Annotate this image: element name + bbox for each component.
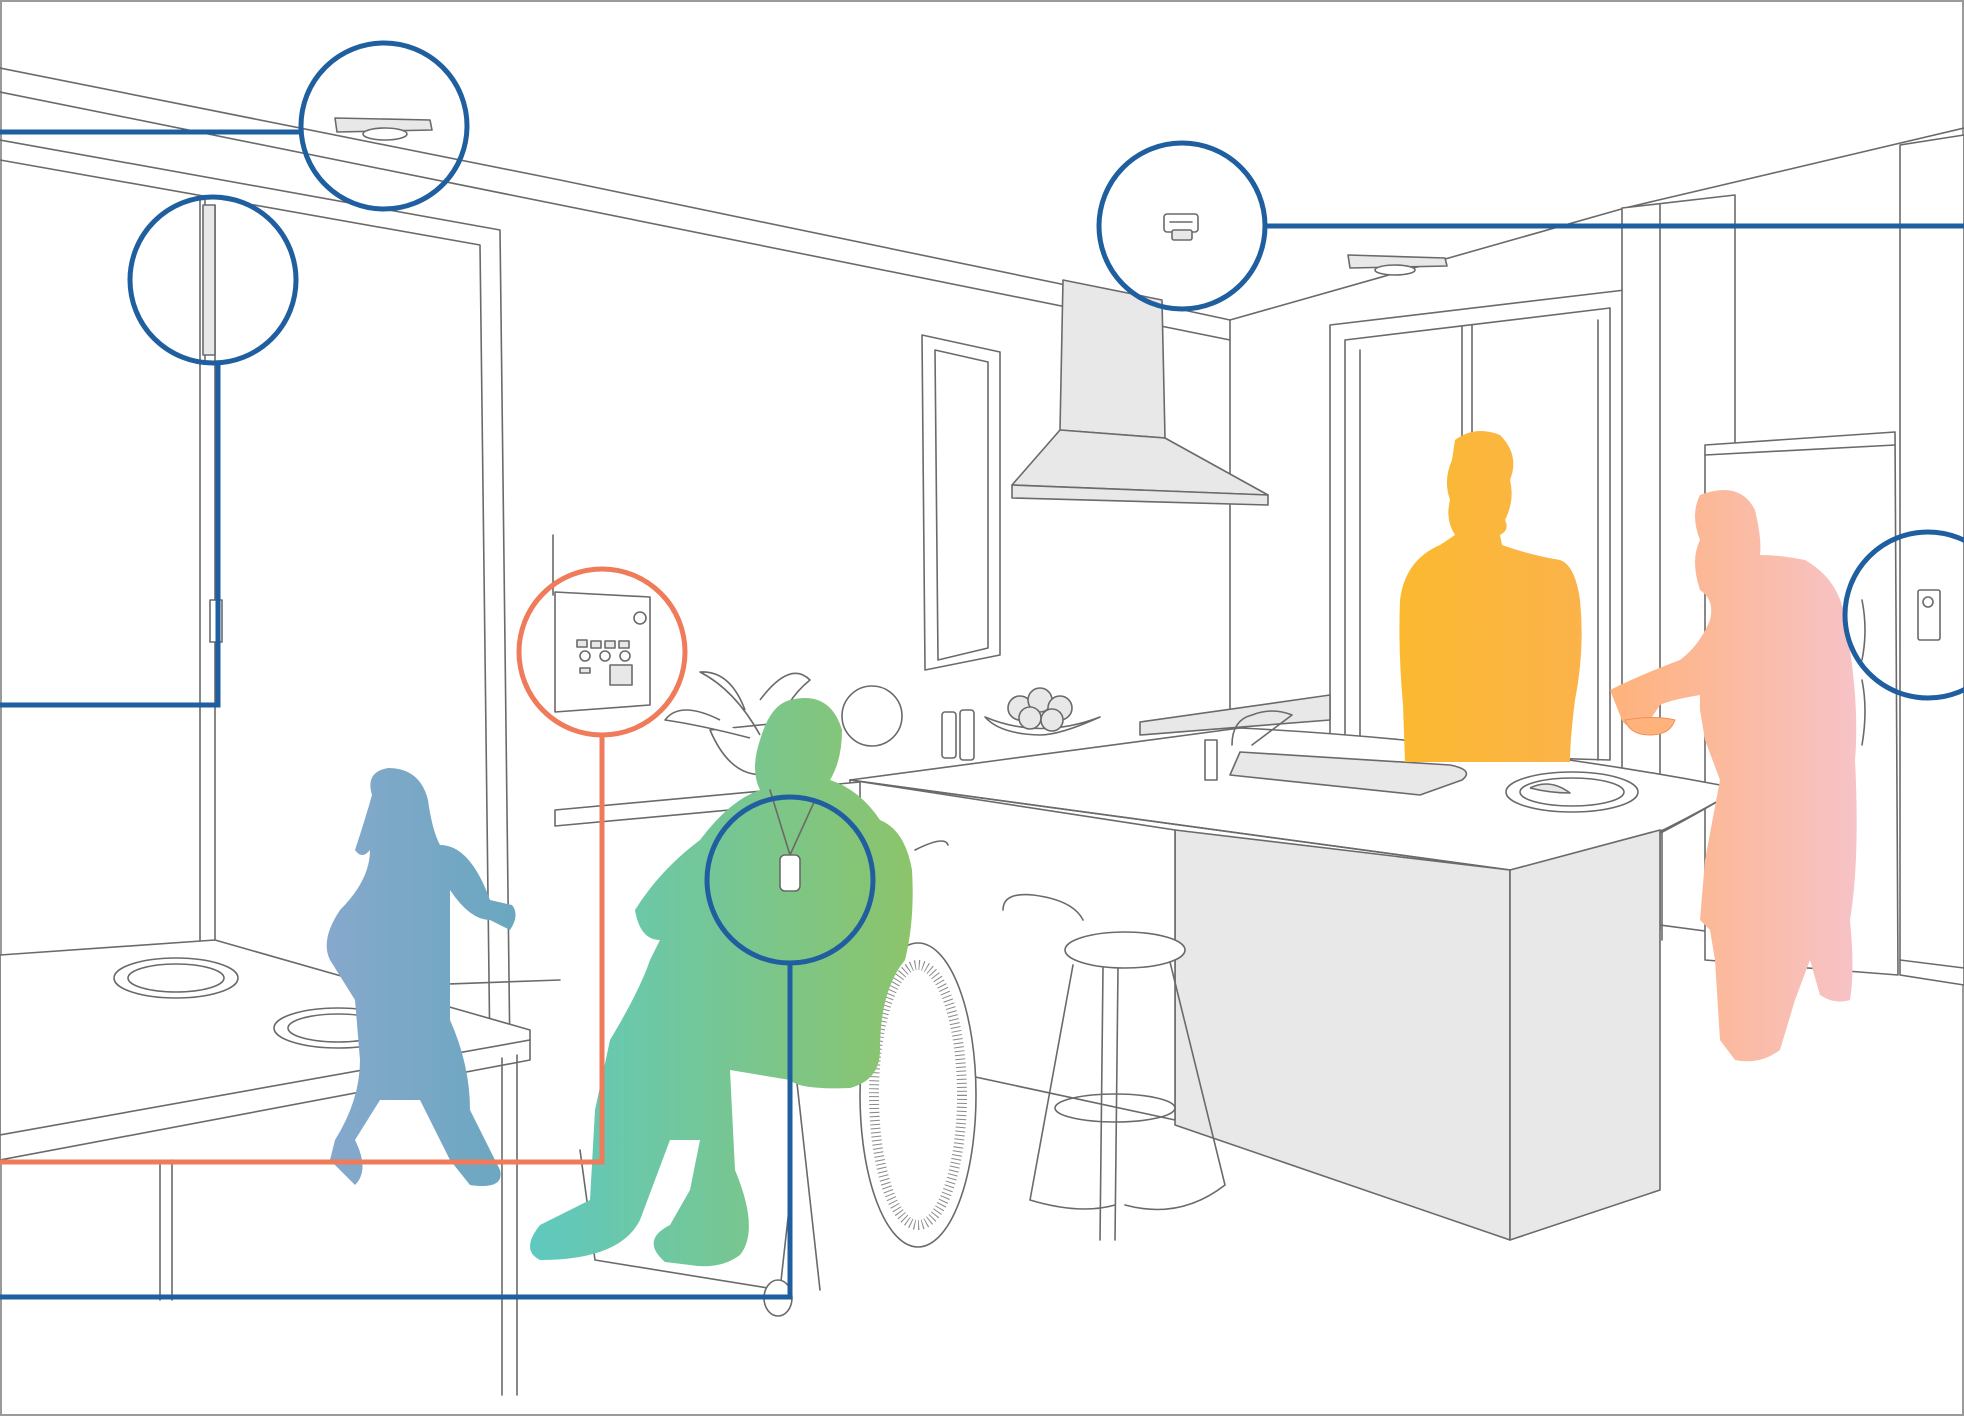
smoke-detector [1164, 214, 1198, 240]
ceiling-sensor-kitchen [1348, 255, 1447, 275]
dining-table [0, 940, 530, 1395]
plate-island [1506, 772, 1638, 812]
salt-pepper-shakers [942, 710, 974, 760]
narrow-window [922, 335, 1000, 670]
wall-control-panel [553, 535, 650, 712]
ceiling-motion-sensor [335, 118, 432, 140]
fruit-bowl [985, 688, 1100, 735]
smoke-detector-callout [1099, 143, 1964, 309]
door-sensor-callout [0, 197, 296, 705]
